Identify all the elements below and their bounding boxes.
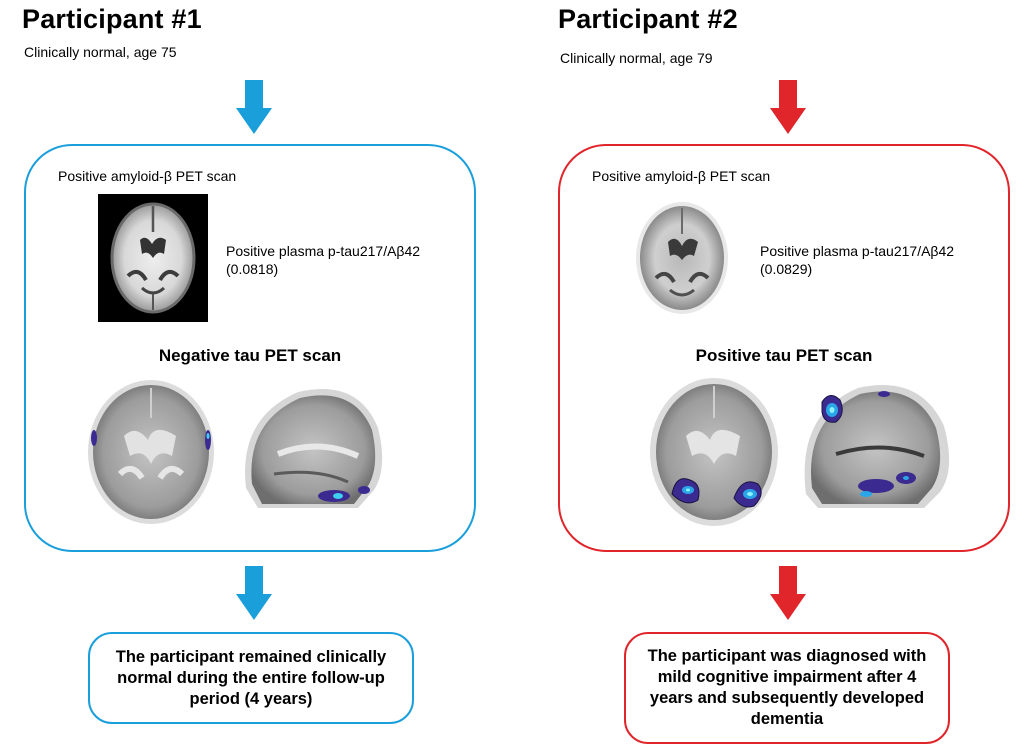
down-arrow-icon [770,80,806,134]
participant-2-panel: Participant #2 Clinically normal, age 79… [512,0,1024,756]
tau-pet-axial-brain-image [646,376,782,528]
participant-1-findings-box: Positive amyloid-β PET scan Positive pla… [24,144,476,552]
amyloid-pet-label: Positive amyloid-β PET scan [58,168,237,184]
participant-1-outcome: The participant remained clinically norm… [88,632,414,724]
tau-pet-title: Negative tau PET scan [158,346,342,365]
participant-2-outcome: The participant was diagnosed with mild … [624,632,950,744]
plasma-ptau-result: Positive plasma p-tau217/Aβ42 (0.0818) [226,242,420,278]
participant-2-subtitle: Clinically normal, age 79 [560,50,713,66]
plasma-ptau-value: (0.0829) [760,261,813,277]
down-arrow-icon [236,566,272,620]
tau-pet-axial-brain-image [84,378,218,526]
plasma-ptau-label: Positive plasma p-tau217/Aβ42 [226,243,421,259]
down-arrow-icon [770,566,806,620]
participant-1-subtitle: Clinically normal, age 75 [24,44,177,60]
plasma-ptau-result: Positive plasma p-tau217/Aβ42 (0.0829) [760,242,954,278]
amyloid-pet-label: Positive amyloid-β PET scan [592,168,771,184]
participant-2-findings-box: Positive amyloid-β PET scan Positive pla… [558,144,1010,552]
plasma-ptau-value: (0.0818) [226,261,279,277]
tau-pet-sagittal-brain-image [238,378,388,508]
tau-pet-sagittal-brain-image [796,374,956,508]
amyloid-pet-brain-image [632,198,732,318]
participant-1-panel: Participant #1 Clinically normal, age 75… [22,4,476,724]
amyloid-pet-brain-image [98,194,208,322]
down-arrow-icon [236,80,272,134]
participant-2-title: Participant #2 [558,4,738,34]
tau-pet-title: Positive tau PET scan [695,346,873,365]
participant-1-title: Participant #1 [22,4,202,34]
plasma-ptau-label: Positive plasma p-tau217/Aβ42 [760,243,955,259]
